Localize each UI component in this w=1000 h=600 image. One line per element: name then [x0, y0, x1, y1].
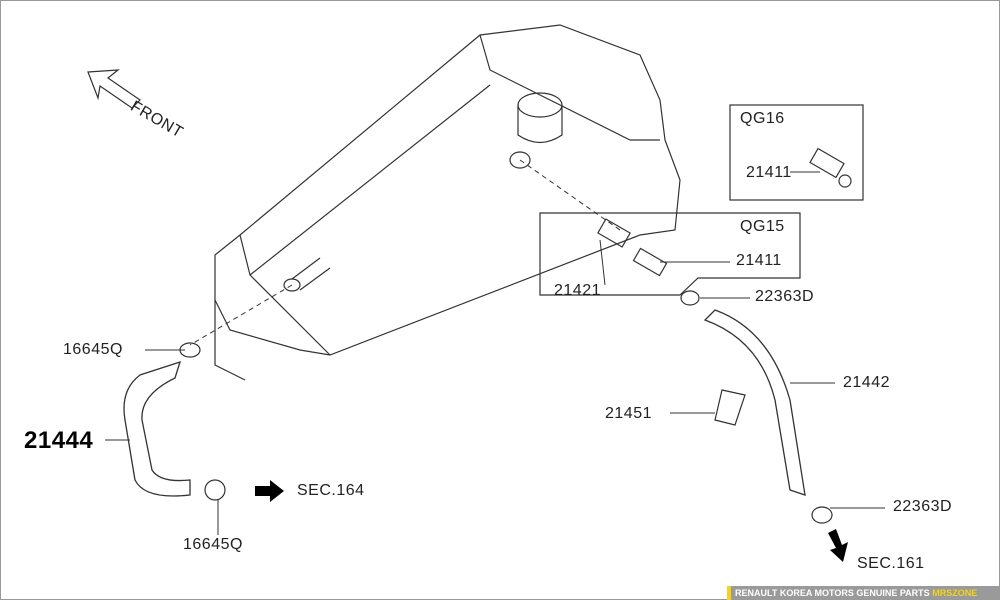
watermark: RENAULT KOREA MOTORS GENUINE PARTS MRSZO… — [727, 586, 1000, 600]
part-22363d-bottom[interactable]: 22363D — [893, 498, 953, 515]
variant-qg16-label: QG16 — [740, 110, 785, 127]
dashed-leader-lines — [189, 159, 621, 346]
hose-21442 — [703, 309, 806, 496]
leader-lines — [105, 171, 885, 535]
watermark-text: RENAULT KOREA MOTORS GENUINE PARTS — [735, 588, 930, 598]
part-21451[interactable]: 21451 — [605, 405, 652, 422]
part-21442[interactable]: 21442 — [843, 374, 890, 391]
variant-boxes — [539, 104, 864, 296]
part-21444[interactable]: 21444 — [24, 427, 94, 454]
part-16645q-bottom[interactable]: 16645Q — [183, 536, 243, 553]
hose-21444 — [123, 360, 191, 497]
part-21411-qg16[interactable]: 21411 — [746, 164, 792, 181]
sec-164-ref[interactable]: SEC.164 — [297, 482, 365, 499]
part-21421[interactable]: 21421 — [554, 282, 601, 299]
valves — [597, 147, 852, 426]
sec-161-ref[interactable]: SEC.161 — [857, 555, 925, 572]
variant-qg15-label: QG15 — [740, 218, 785, 235]
part-21411-qg15[interactable]: 21411 — [736, 252, 782, 269]
part-22363d-top[interactable]: 22363D — [755, 288, 815, 305]
sec-arrows — [255, 480, 848, 562]
engine-outline — [214, 24, 681, 381]
front-arrow — [87, 69, 141, 109]
clamps — [179, 290, 833, 524]
watermark-brand: MRSZONE — [932, 588, 978, 598]
part-16645q-top[interactable]: 16645Q — [63, 341, 123, 358]
